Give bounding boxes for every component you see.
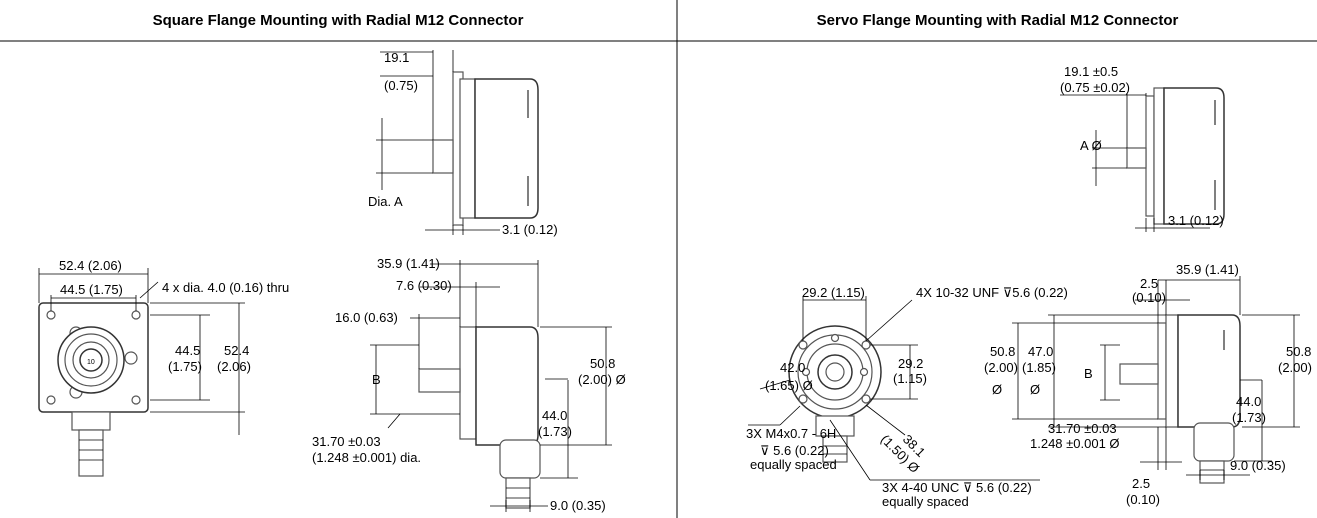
r-bot-body-dia: 50.8	[1286, 344, 1311, 359]
r-top-len-in: (0.75 ±0.02)	[1060, 80, 1130, 95]
l-top-len: 19.1	[384, 50, 409, 65]
l-top-flange: 3.1 (0.12)	[502, 222, 558, 237]
r-bot-flange-gap-in: (0.10)	[1132, 290, 1166, 305]
l-top-len-in: (0.75)	[384, 78, 418, 93]
l-front-holes: 4 x dia. 4.0 (0.16) thru	[162, 280, 289, 295]
l-bot-shaft: 16.0 (0.63)	[335, 310, 398, 325]
r-front-threads-bottom-2: equally spaced	[882, 494, 969, 509]
l-bot-conn-off: 9.0 (0.35)	[550, 498, 606, 513]
l-bot-body-dia-in: (2.00) Ø	[578, 372, 626, 387]
r-top-flange: 3.1 (0.12)	[1168, 213, 1224, 228]
l-front-h-inner-in: (1.75)	[168, 359, 202, 374]
r-bot-dia-b-in: (1.85)	[1022, 360, 1056, 375]
l-front-h-inner: 44.5	[175, 343, 200, 358]
r-bot-rear-gap-in: (0.10)	[1126, 492, 1160, 507]
r-front-threads-left-1: 3X M4x0.7 - 6H	[746, 426, 836, 441]
l-bot-total: 35.9 (1.41)	[377, 256, 440, 271]
l-top-dia: Dia. A	[368, 194, 403, 209]
r-bot-shaft-label: B	[1084, 366, 1093, 381]
r-bot-rear-gap: 2.5	[1132, 476, 1150, 491]
r-bot-dia-a: 50.8	[990, 344, 1015, 359]
r-front-vert: 29.2	[898, 356, 923, 371]
l-bot-pilot-dia-in: (1.248 ±0.001) dia.	[312, 450, 421, 465]
r-bot-conn-h-in: (1.73)	[1232, 410, 1266, 425]
l-front-width-inner: 44.5 (1.75)	[60, 282, 123, 297]
r-bot-dia-b: 47.0	[1028, 344, 1053, 359]
r-bot-pilot-dia-in: 1.248 ±0.001 Ø	[1030, 436, 1120, 451]
l-bot-conn-h-in: (1.73)	[538, 424, 572, 439]
left-front-view: 10 52.4 (2.06) 44.5 (1.75) 4 x dia. 4.0 …	[38, 258, 289, 477]
l-bot-pilot-dia: 31.70 ±0.03	[312, 434, 381, 449]
r-bot-body-dia-in: (2.00)	[1278, 360, 1312, 375]
l-front-h-outer: 52.4	[224, 343, 249, 358]
r-front-dia-outer: 42.0	[780, 360, 805, 375]
r-top-len: 19.1 ±0.5	[1064, 64, 1118, 79]
header-square-flange: Square Flange Mounting with Radial M12 C…	[152, 12, 524, 29]
r-front-threads-top: 4X 10-32 UNF ⊽5.6 (0.22)	[916, 285, 1068, 300]
l-front-width-outer: 52.4 (2.06)	[59, 258, 122, 273]
l-bot-conn-h: 44.0	[542, 408, 567, 423]
r-front-dia-outer-in: (1.65) Ø	[765, 378, 813, 393]
right-side-view-bottom: 2.5 (0.10) 35.9 (1.41) 50.8 (2.00) Ø 47.…	[984, 262, 1312, 507]
r-front-threads-left-2: ⊽ 5.6 (0.22)	[760, 443, 829, 458]
r-bot-conn-off: 9.0 (0.35)	[1230, 458, 1286, 473]
r-bot-total: 35.9 (1.41)	[1176, 262, 1239, 277]
l-bot-body-dia: 50.8	[590, 356, 615, 371]
r-bot-pilot-dia: 31.70 ±0.03	[1048, 421, 1117, 436]
r-bot-flange-gap: 2.5	[1140, 276, 1158, 291]
r-front-bolt: 29.2 (1.15)	[802, 285, 865, 300]
r-bot-dia-b-sym: Ø	[1030, 382, 1040, 397]
l-bot-shaft-label: B	[372, 372, 381, 387]
l-connector-label: 10	[87, 359, 95, 366]
r-front-vert-in: (1.15)	[893, 371, 927, 386]
r-bot-dia-a-sym: Ø	[992, 382, 1002, 397]
r-front-threads-left-3: equally spaced	[750, 457, 837, 472]
r-top-dia: A Ø	[1080, 138, 1102, 153]
r-bot-dia-a-in: (2.00)	[984, 360, 1018, 375]
l-bot-pilot: 7.6 (0.30)	[396, 278, 452, 293]
r-front-threads-bottom-1: 3X 4-40 UNC ⊽ 5.6 (0.22)	[882, 480, 1032, 495]
right-side-view-top: 19.1 ±0.5 (0.75 ±0.02) A Ø 3.1 (0.12)	[1060, 64, 1225, 232]
l-front-h-outer-in: (2.06)	[217, 359, 251, 374]
r-bot-conn-h: 44.0	[1236, 394, 1261, 409]
header-servo-flange: Servo Flange Mounting with Radial M12 Co…	[816, 12, 1179, 29]
left-side-view-top: 19.1 (0.75) Dia. A 3.1 (0.12)	[368, 50, 558, 237]
right-front-view: 29.2 (1.15) 4X 10-32 UNF ⊽5.6 (0.22) 42.…	[746, 285, 1068, 509]
left-side-view-bottom: 35.9 (1.41) 7.6 (0.30) 16.0 (0.63) B 50.…	[312, 256, 626, 513]
